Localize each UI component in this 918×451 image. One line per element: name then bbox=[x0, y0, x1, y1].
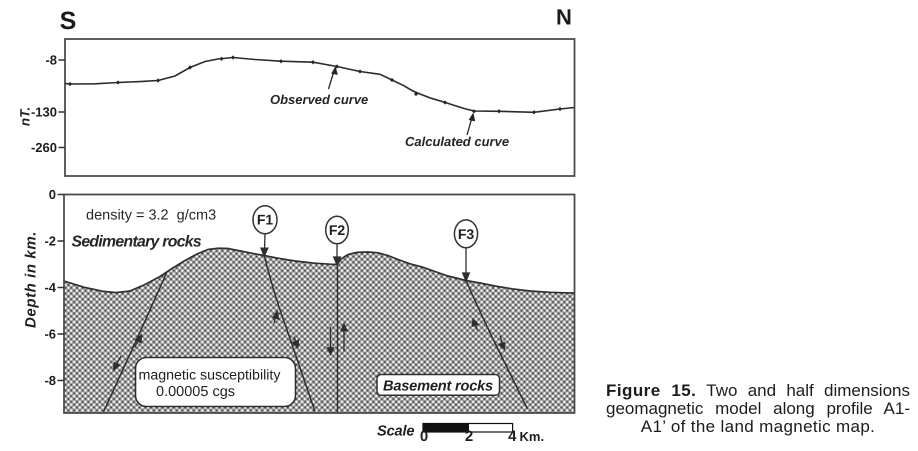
svg-text:-8: -8 bbox=[44, 373, 56, 388]
svg-text:-8: -8 bbox=[45, 53, 57, 68]
svg-text:4: 4 bbox=[508, 428, 517, 445]
svg-text:Sedimentary rocks: Sedimentary rocks bbox=[72, 234, 202, 251]
svg-text:0: 0 bbox=[420, 428, 428, 445]
svg-text:F2: F2 bbox=[329, 222, 346, 238]
svg-text:-260: -260 bbox=[31, 140, 57, 155]
svg-text:-2: -2 bbox=[44, 234, 56, 249]
svg-text:nT.: nT. bbox=[18, 107, 33, 126]
svg-text:F3: F3 bbox=[458, 226, 475, 242]
svg-text:Scale: Scale bbox=[377, 424, 414, 440]
svg-text:Km.: Km. bbox=[520, 429, 545, 444]
svg-text:S: S bbox=[60, 7, 77, 35]
svg-text:Calculated curve: Calculated curve bbox=[405, 134, 509, 149]
svg-text:0.00005 cgs: 0.00005 cgs bbox=[156, 384, 235, 400]
svg-text:-4: -4 bbox=[44, 280, 56, 295]
svg-text:-130: -130 bbox=[31, 105, 57, 120]
svg-text:2: 2 bbox=[465, 428, 473, 445]
svg-text:N: N bbox=[556, 5, 572, 30]
svg-text:Depth in km.: Depth in km. bbox=[23, 231, 40, 328]
svg-text:0: 0 bbox=[49, 187, 56, 202]
svg-text:F1: F1 bbox=[257, 212, 274, 228]
svg-text:-6: -6 bbox=[44, 327, 56, 342]
svg-text:density = 3.2 g/cm3: density = 3.2 g/cm3 bbox=[86, 208, 216, 224]
svg-text:Basement rocks: Basement rocks bbox=[383, 379, 493, 395]
svg-text:magnetic susceptibility: magnetic susceptibility bbox=[139, 368, 282, 384]
svg-text:Observed curve: Observed curve bbox=[270, 92, 368, 107]
